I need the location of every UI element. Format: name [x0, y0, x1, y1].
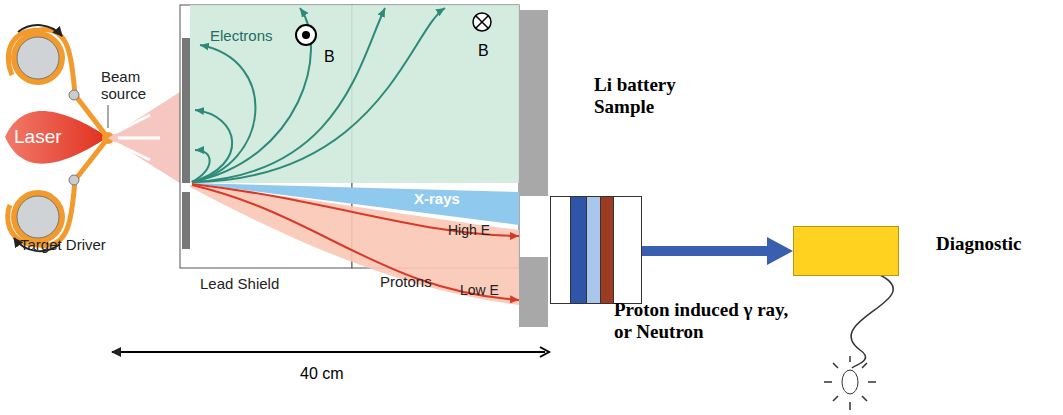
signal-wire [851, 275, 893, 368]
field-label: B [324, 48, 335, 66]
callout-text: Beam source [101, 68, 161, 103]
diagnostic-box: Diagnostic [793, 226, 899, 276]
battery-layers [550, 196, 642, 304]
field-out-symbol [296, 25, 316, 45]
part-name: Lead Shield [200, 275, 279, 292]
proton-fan [190, 185, 519, 305]
electron-tracks [192, 8, 445, 182]
collimator-block [519, 257, 548, 327]
target-driver [8, 25, 114, 251]
lead-shield [182, 38, 190, 183]
signal-arrow [642, 237, 793, 265]
instrument-name: Diagnostic [936, 233, 1022, 255]
particle-name: Protons [380, 273, 432, 290]
dimension-arrow [112, 351, 545, 353]
lead-shield [182, 192, 190, 249]
part-name: Laser [14, 126, 62, 148]
field-in-symbol [473, 13, 491, 31]
dimension-text: 40 cm [300, 365, 344, 383]
electron-region [190, 5, 519, 183]
particle-name: X-rays [414, 190, 460, 207]
collimator-block [519, 10, 548, 196]
field-label: B [478, 42, 489, 60]
emission-cone [108, 90, 183, 185]
emission-arrows [115, 115, 160, 160]
energy-label: High E [448, 222, 490, 238]
battery-sample: Li battery Sample [550, 196, 642, 304]
proton-tracks [192, 184, 519, 300]
edge-label: Proton induced γ ray, or Neutron [614, 299, 789, 343]
particle-name: Electrons [210, 27, 273, 44]
energy-label: Low E [460, 282, 499, 298]
light-bulb [824, 356, 876, 410]
part-name: Target Driver [20, 236, 106, 253]
sample-heading: Li battery Sample [594, 74, 684, 118]
